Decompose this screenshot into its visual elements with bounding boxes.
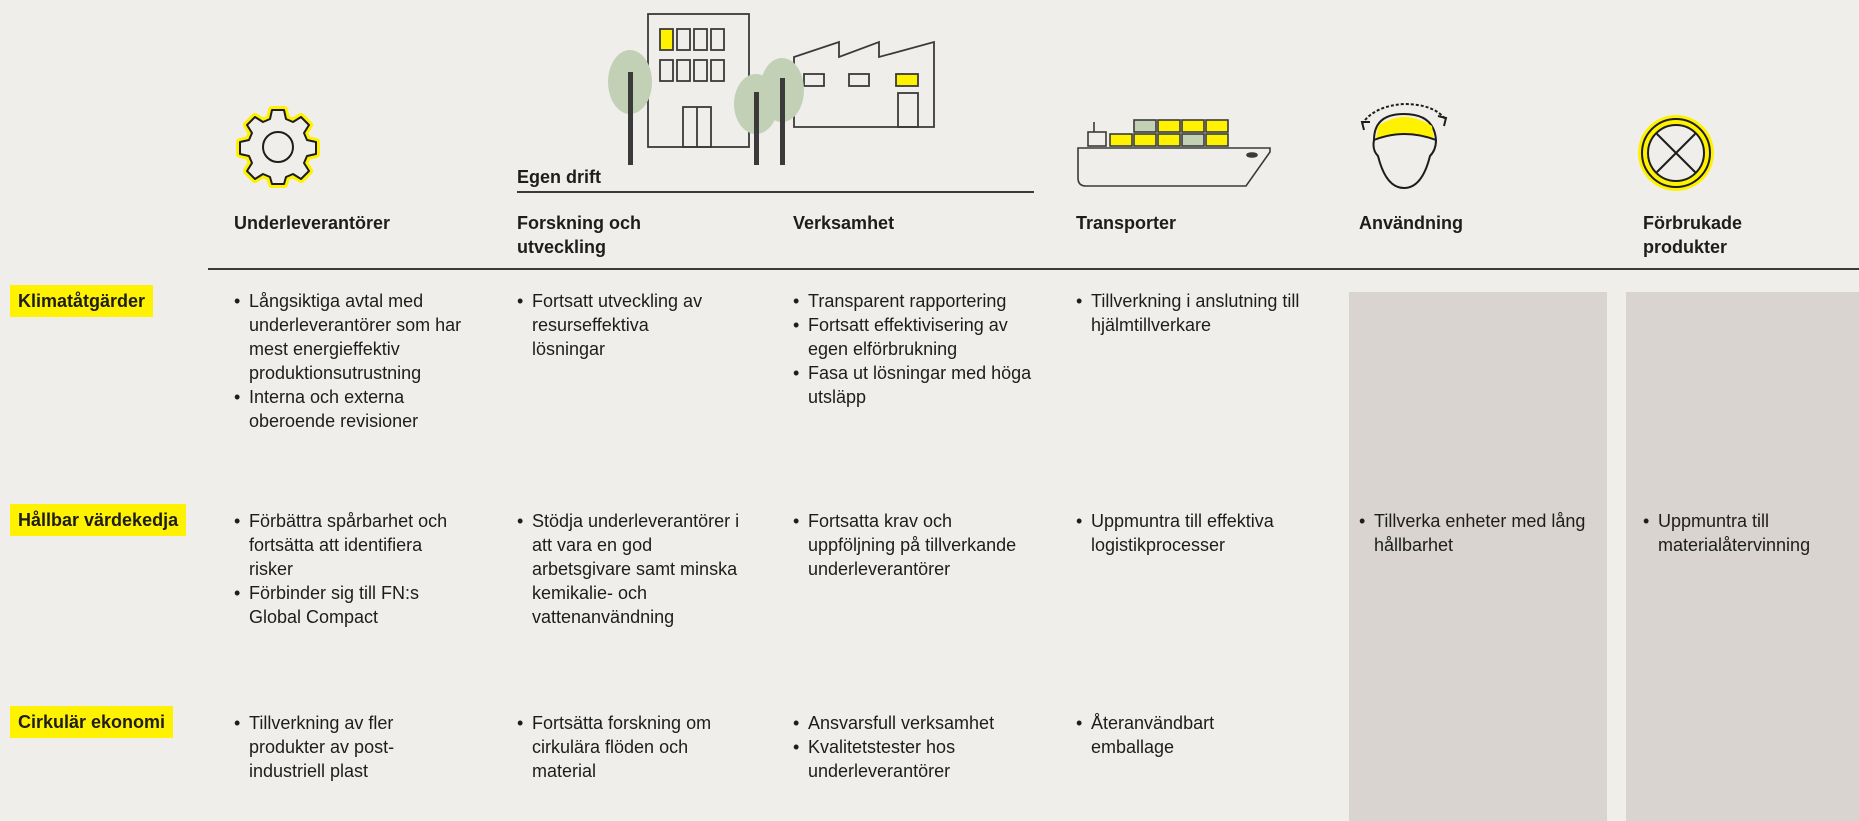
bullet-item: Tillverka enheter med lång hållbarhet xyxy=(1359,509,1589,557)
bullet-item: Tillverkning i anslutning till hjälmtill… xyxy=(1076,289,1326,337)
cell-r0-c0: Långsiktiga avtal med underleverantörer … xyxy=(234,289,474,433)
bullet-item: Långsiktiga avtal med underleverantörer … xyxy=(234,289,474,385)
egen-drift-rule xyxy=(517,191,1034,193)
bullet-list: Förbättra spårbarhet och fortsätta att i… xyxy=(234,509,464,629)
bullet-list: Tillverkning i anslutning till hjälmtill… xyxy=(1076,289,1326,337)
col-head-anvandning: Användning xyxy=(1359,213,1463,233)
col-head-verksamhet: Verksamhet xyxy=(793,213,895,233)
bullet-item: Ansvarsfull verksamhet xyxy=(793,711,1033,735)
cell-r2-c2: Ansvarsfull verksamhetKvalitetstester ho… xyxy=(793,711,1033,783)
section-label-egen-drift: Egen drift xyxy=(517,167,601,187)
helmet-icon xyxy=(1360,102,1448,190)
bullet-item: Fasa ut lösningar med höga utsläpp xyxy=(793,361,1033,409)
row-label-klimat: Klimatåtgärder xyxy=(10,285,154,317)
cell-r0-c3: Tillverkning i anslutning till hjälmtill… xyxy=(1076,289,1326,337)
bullet-item: Fortsatt utveckling av resurseffektiva l… xyxy=(517,289,717,361)
bullet-item: Uppmuntra till materialåtervinning xyxy=(1643,509,1853,557)
bullet-list: Ansvarsfull verksamhetKvalitetstester ho… xyxy=(793,711,1033,783)
bullet-list: Fortsatt utveckling av resurseffektiva l… xyxy=(517,289,717,361)
bullet-item: Fortsatta krav och uppföljning på tillve… xyxy=(793,509,1033,581)
bullet-item: Förbinder sig till FN:s Global Compact xyxy=(234,581,464,629)
bullet-list: Tillverkning av fler produkter av post-i… xyxy=(234,711,444,783)
bullet-item: Stödja underleverantörer i att vara en g… xyxy=(517,509,747,629)
cell-r2-c0: Tillverkning av fler produkter av post-i… xyxy=(234,711,444,783)
cell-r1-c1: Stödja underleverantörer i att vara en g… xyxy=(517,509,747,629)
bullet-list: Uppmuntra till effektiva logistikprocess… xyxy=(1076,509,1326,557)
col-head-underleverantorer: Underleverantörer xyxy=(234,213,391,233)
bullet-list: Uppmuntra till materialåtervinning xyxy=(1643,509,1853,557)
row-label-cirkular: Cirkulär ekonomi xyxy=(10,706,174,738)
ship-icon xyxy=(1077,119,1271,187)
col-head-forbrukade: Förbrukade produkter xyxy=(1643,213,1743,257)
cell-r0-c1: Fortsatt utveckling av resurseffektiva l… xyxy=(517,289,717,361)
row-label-hallbar: Hållbar värdekedja xyxy=(10,504,187,536)
bullet-list: Fortsatta krav och uppföljning på tillve… xyxy=(793,509,1033,581)
header-rule xyxy=(208,268,1859,270)
bullet-item: Fortsatt effektivisering av egen elförbr… xyxy=(793,313,1033,361)
cell-r1-c4: Tillverka enheter med lång hållbarhet xyxy=(1359,509,1589,557)
bullet-item: Återanvändbart emballage xyxy=(1076,711,1276,759)
recycle-icon xyxy=(1638,115,1714,191)
bullet-item: Kvalitetstester hos underleverantörer xyxy=(793,735,1033,783)
cell-r1-c5: Uppmuntra till materialåtervinning xyxy=(1643,509,1853,557)
gear-icon xyxy=(236,106,320,188)
bullet-list: Återanvändbart emballage xyxy=(1076,711,1276,759)
col-head-forskning: Forskning och utveckling xyxy=(517,213,642,257)
bullet-item: Förbättra spårbarhet och fortsätta att i… xyxy=(234,509,464,581)
cell-r1-c3: Uppmuntra till effektiva logistikprocess… xyxy=(1076,509,1326,557)
bullet-list: Stödja underleverantörer i att vara en g… xyxy=(517,509,747,629)
bullet-item: Uppmuntra till effektiva logistikprocess… xyxy=(1076,509,1326,557)
cell-r2-c1: Fortsätta forskning om cirkulära flöden … xyxy=(517,711,757,783)
bullet-item: Transparent rapportering xyxy=(793,289,1033,313)
buildings-icon xyxy=(608,13,935,165)
col-head-transporter: Transporter xyxy=(1076,213,1177,233)
bullet-item: Tillverkning av fler produkter av post-i… xyxy=(234,711,444,783)
cell-r1-c2: Fortsatta krav och uppföljning på tillve… xyxy=(793,509,1033,581)
bullet-item: Fortsätta forskning om cirkulära flöden … xyxy=(517,711,757,783)
cell-r1-c0: Förbättra spårbarhet och fortsätta att i… xyxy=(234,509,464,629)
bullet-list: Transparent rapporteringFortsatt effekti… xyxy=(793,289,1033,409)
cell-r0-c2: Transparent rapporteringFortsatt effekti… xyxy=(793,289,1033,409)
bullet-list: Fortsätta forskning om cirkulära flöden … xyxy=(517,711,757,783)
cell-r2-c3: Återanvändbart emballage xyxy=(1076,711,1276,759)
bullet-item: Interna och externa oberoende revisioner xyxy=(234,385,474,433)
bullet-list: Långsiktiga avtal med underleverantörer … xyxy=(234,289,474,433)
bullet-list: Tillverka enheter med lång hållbarhet xyxy=(1359,509,1589,557)
